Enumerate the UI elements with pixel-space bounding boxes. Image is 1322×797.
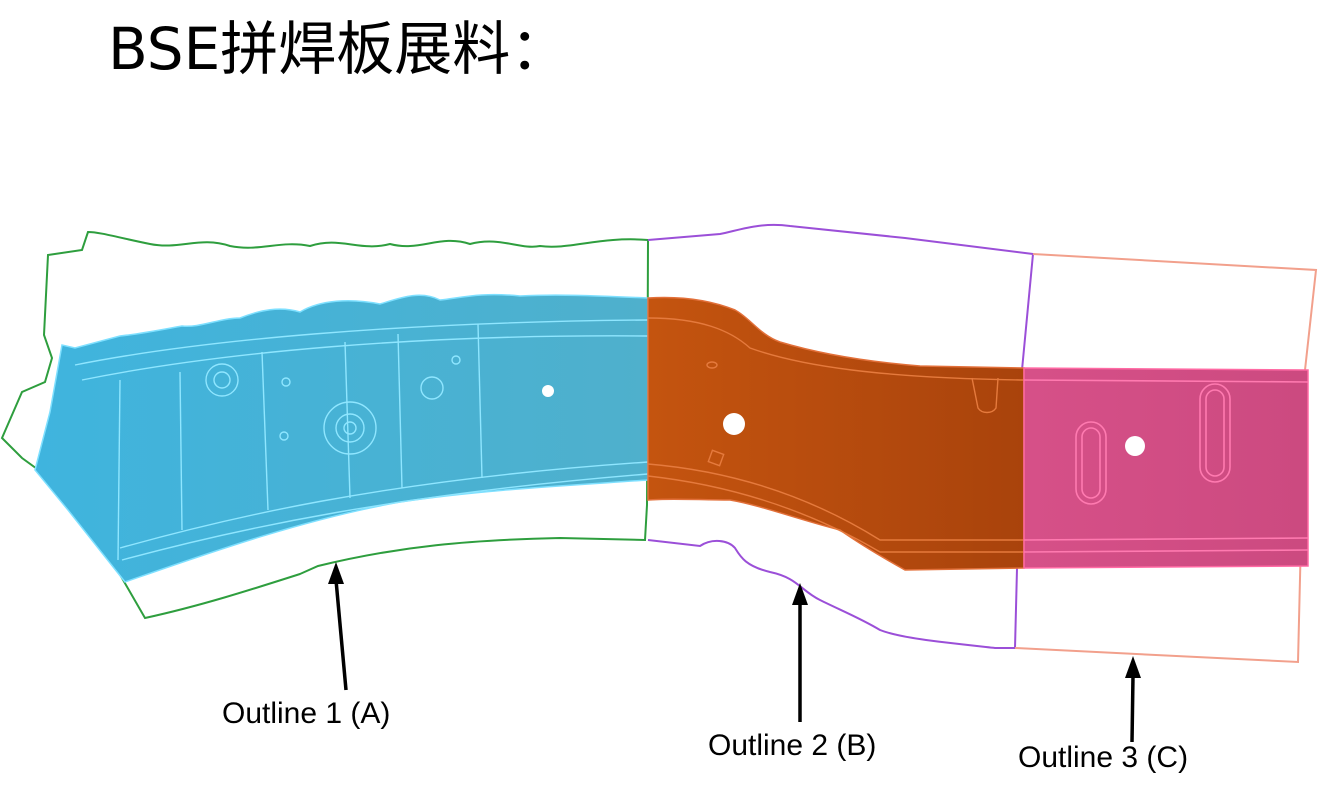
outline-1-label: Outline 1 (A) — [222, 697, 391, 730]
arrow-outline-2-head — [792, 583, 808, 605]
outline-2-boundary — [647, 223, 1035, 649]
outline-3-label: Outline 3 (C) — [1018, 741, 1189, 774]
part-c-features — [1023, 379, 1309, 553]
outline-1-boundary — [0, 230, 650, 620]
part-a-features — [74, 319, 649, 561]
outline-2-label: Outline 2 (B) — [708, 729, 877, 762]
callout-arrows — [328, 562, 1141, 743]
arrow-outline-3 — [1130, 675, 1135, 743]
part-c-hole — [1125, 436, 1145, 456]
part-b-features — [647, 317, 1025, 553]
part-a-hole — [542, 385, 554, 397]
part-c-section — [1023, 367, 1309, 569]
arrow-outline-1 — [334, 579, 348, 691]
arrow-outline-1-head — [328, 562, 344, 584]
page-title: BSE拼焊板展料： — [108, 15, 569, 83]
arrow-outline-3-head — [1125, 656, 1141, 678]
part-b-hole — [723, 413, 745, 435]
